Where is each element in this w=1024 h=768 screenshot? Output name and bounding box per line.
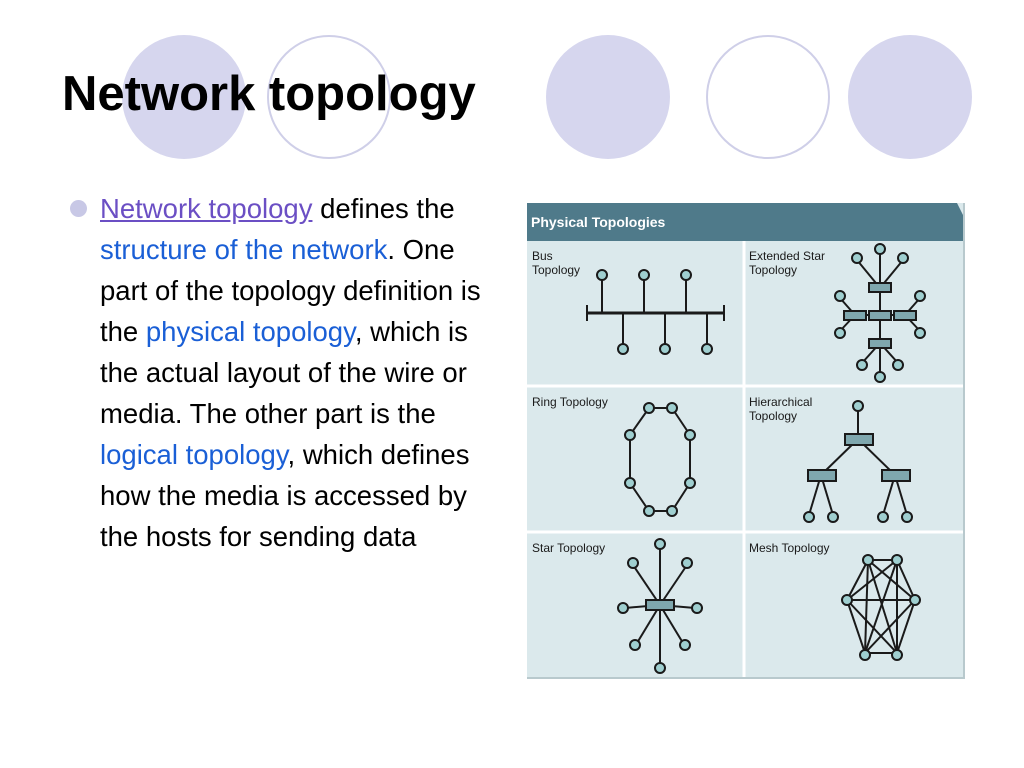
label-line: Bus: [532, 249, 553, 263]
decorative-ring: [267, 35, 391, 159]
cell-label-mesh: Mesh Topology: [749, 541, 849, 555]
figure-header-band: [527, 203, 963, 241]
highlight-structure: structure of the network: [100, 234, 388, 265]
cell-label-hierarchical: Hierarchical Topology: [749, 395, 849, 423]
label-line: Topology: [532, 263, 581, 277]
star-topology-diagram: [617, 538, 703, 674]
cell-label-bus: Bus Topology: [532, 249, 632, 277]
bullet-list: Network topology defines the structure o…: [70, 188, 500, 557]
topologies-diagram: [527, 203, 963, 677]
figure-header-title: Physical Topologies: [531, 214, 666, 230]
cell-label-ring: Ring Topology: [532, 395, 632, 409]
ring-topology-diagram: [624, 402, 696, 517]
hierarchical-topology-diagram: [803, 400, 913, 523]
label-line: Hierarchical: [749, 395, 813, 409]
label-line: Extended Star: [749, 249, 826, 263]
text-segment: , which defines how the media is accesse…: [100, 439, 470, 552]
bullet-icon: [70, 200, 87, 217]
decorative-circle: [546, 35, 670, 159]
bullet-text: Network topology defines the structure o…: [100, 188, 495, 557]
figure-grid: [527, 241, 963, 677]
label-line: Topology: [749, 263, 798, 277]
text-segment: . One part of the topology definition is…: [100, 234, 481, 347]
network-topology-link[interactable]: Network topology: [100, 193, 313, 224]
decorative-ring: [706, 35, 830, 159]
cell-label-extended-star: Extended Star Topology: [749, 249, 849, 277]
highlight-logical-topology: logical topology: [100, 439, 288, 470]
label-line: Ring Topology: [532, 395, 608, 409]
extended-star-topology-diagram: [834, 243, 926, 383]
decorative-circle: [122, 35, 246, 159]
label-line: Topology: [749, 409, 798, 423]
label-line: Star Topology: [532, 541, 606, 555]
mesh-topology-diagram: [841, 554, 921, 661]
text-segment: defines the: [312, 193, 455, 224]
highlight-physical-topology: physical topology: [145, 316, 355, 347]
label-line: Mesh Topology: [749, 541, 830, 555]
decorative-circle: [848, 35, 972, 159]
text-segment: , which is the actual layout of the wire…: [100, 316, 468, 429]
slide-title: Network topology: [62, 67, 476, 121]
physical-topologies-figure: Physical Topologies Bus Topology Extende…: [527, 203, 965, 679]
cell-label-star: Star Topology: [532, 541, 632, 555]
bus-topology-diagram: [586, 269, 725, 355]
